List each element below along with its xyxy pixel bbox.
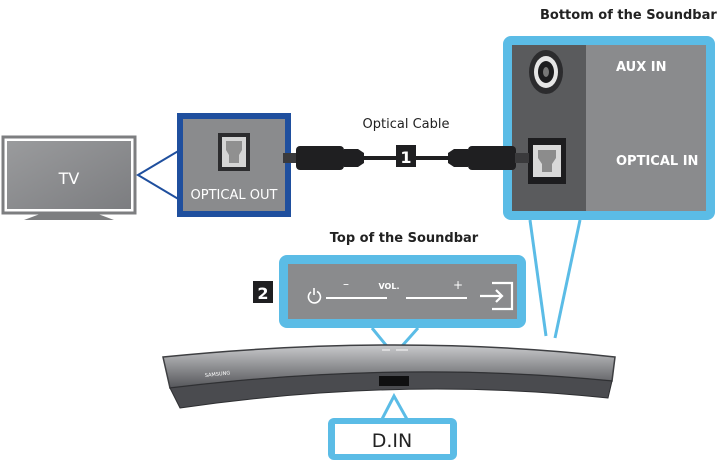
- optical-jack-icon: [528, 138, 566, 184]
- aux-in-label: AUX IN: [616, 60, 666, 75]
- aux-jack-icon: [529, 50, 563, 94]
- volume-minus-label: –: [343, 277, 349, 291]
- cable-right-tip: [515, 153, 529, 163]
- top-panel-face: [288, 264, 517, 319]
- soundbar-top-panel: 2 – VOL. +: [253, 255, 526, 328]
- display-readout-box: D.IN: [328, 418, 457, 460]
- soundbar-display: [379, 376, 409, 386]
- step-2-badge: [253, 281, 273, 303]
- cable-right-wire: [416, 156, 448, 160]
- power-icon: [307, 288, 322, 304]
- soundbar-front: [169, 371, 613, 409]
- display-callout-pointer: [379, 392, 410, 422]
- volume-plus-label: +: [453, 278, 463, 292]
- soundbar-bottom-panel: AUX IN OPTICAL IN: [503, 36, 715, 220]
- tv-icon: TV: [1, 135, 137, 220]
- optical-in-label: OPTICAL IN: [616, 154, 698, 169]
- d-in-face: [335, 424, 450, 454]
- top-of-soundbar-label: Top of the Soundbar: [330, 231, 479, 246]
- step-1-badge: [396, 145, 416, 167]
- optical-cable: Optical Cable 1: [283, 117, 529, 170]
- tv-callout-pointer: [136, 148, 181, 202]
- volume-label: VOL.: [379, 282, 400, 291]
- cable-right-plug: [468, 146, 516, 170]
- optical-cable-label: Optical Cable: [363, 117, 450, 132]
- bottom-callout-line-right: [553, 219, 582, 339]
- step-1-number: 1: [400, 148, 411, 167]
- bottom-of-soundbar-label: Bottom of the Soundbar: [540, 8, 717, 23]
- soundbar-brand-logo: SAMSUNG: [205, 370, 231, 379]
- cable-left-wire: [364, 156, 396, 160]
- step-2-number: 2: [257, 284, 268, 303]
- cable-left-plug: [296, 146, 344, 170]
- source-input-icon: [480, 281, 514, 311]
- d-in-label: D.IN: [372, 430, 413, 452]
- optical-out-jack-icon: [218, 133, 250, 171]
- optical-out-panel: OPTICAL OUT: [177, 113, 291, 217]
- tv-label: TV: [58, 169, 80, 188]
- bottom-callout-line-left: [528, 219, 548, 337]
- cable-left-tip: [283, 153, 297, 163]
- soundbar: SAMSUNG: [162, 344, 616, 409]
- optical-out-label: OPTICAL OUT: [191, 188, 278, 203]
